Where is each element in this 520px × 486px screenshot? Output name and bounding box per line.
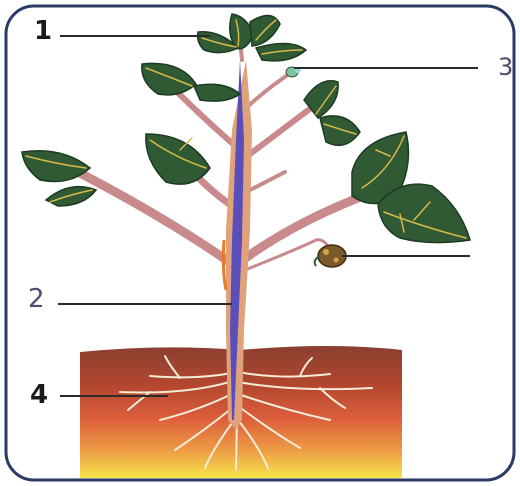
label-4: 4 <box>30 382 48 408</box>
label-2: 2 <box>28 286 45 312</box>
label-1: 1 <box>34 18 52 44</box>
label-3: 3 <box>498 54 513 80</box>
